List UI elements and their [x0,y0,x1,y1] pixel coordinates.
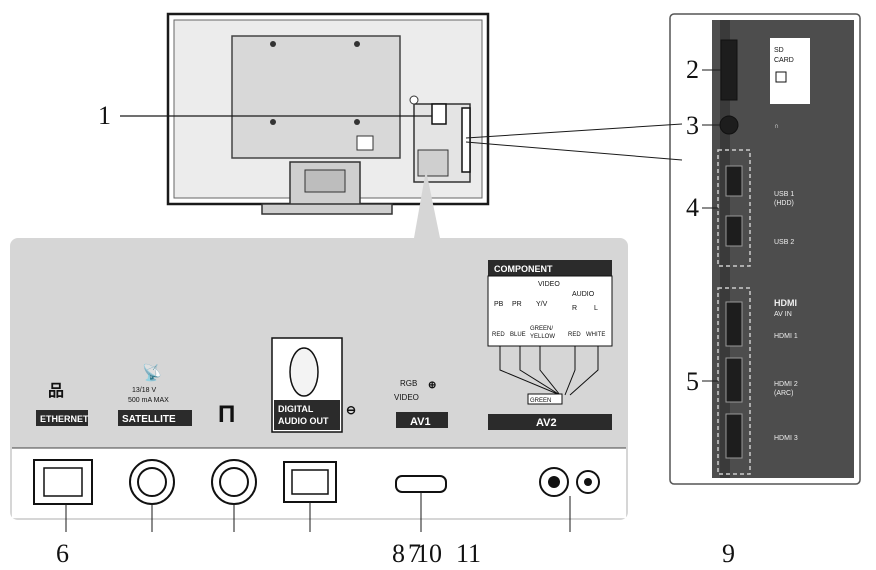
callout-5: 5 [686,367,699,396]
y-v-label: Y/V [536,301,548,308]
callout-9: 9 [722,539,735,568]
audio-label: AUDIO [572,291,595,298]
av1-in-icon: ⊕ [428,380,436,391]
av2-label: AV2 [536,417,557,429]
pb-label: PB [494,301,504,308]
satellite-dish-icon: 📡 [142,362,162,382]
usb1-label-1: USB 1 [774,191,794,198]
side-panel: SD CARD ∩ USB 1 (HDD) USB 2 HDMI AV IN H… [669,13,861,485]
callout-2: 2 [686,55,699,84]
av1-rgb-label: RGB [400,379,417,388]
usb2-label: USB 2 [774,239,794,246]
callout-4: 4 [686,193,699,222]
red2-label: RED [568,332,581,338]
usb1-label-2: (HDD) [774,200,794,207]
callout-7: 7 [408,539,421,568]
callout-6: 6 [56,539,69,568]
sd-card-label-1: SD [774,47,784,54]
red-label: RED [492,332,505,338]
callout-3: 3 [686,111,699,140]
av1-video-label: VIDEO [394,393,419,402]
blue-label: BLUE [510,332,526,338]
green-yellow-label-2: YELLOW [530,334,555,340]
hdmi3-label: HDMI 3 [774,435,798,442]
tv-back-view [166,12,490,215]
l-label: L [594,305,598,312]
satellite-label: SATELLITE [122,414,176,425]
antenna-icon: Π [218,401,235,428]
audio-out-arrow-icon: ⊖ [346,403,356,417]
callout-8: 8 [392,539,405,568]
satellite-spec-2: 500 mA MAX [128,397,169,404]
ethernet-icon: 品 [48,382,64,400]
sd-card-label-2: CARD [774,57,794,64]
ethernet-label: ETHERNET [40,414,89,424]
hdmi2-label-1: HDMI 2 [774,381,798,388]
hdmi1-label: HDMI 1 [774,333,798,340]
pr-label: PR [512,301,522,308]
hdmi-logo: HDMI [774,298,797,308]
av-in-label: AV IN [774,311,792,318]
digital-audio-label-1: DIGITAL [278,404,314,414]
bottom-panel: 品 ETHERNET 📡 13/18 V 500 mA MAX SATELLIT… [10,170,628,520]
green-yellow-label-1: GREEN/ [530,326,553,332]
r-label: R [572,305,577,312]
satellite-spec-1: 13/18 V [132,387,156,394]
callout-10: 10 [416,539,442,568]
av1-label: AV1 [410,416,431,428]
component-label: COMPONENT [494,264,553,274]
headphone-icon: ∩ [774,123,779,130]
callout-11: 11 [456,539,481,568]
white-label: WHITE [586,332,605,338]
video-label: VIDEO [538,281,560,288]
green-tag-label: GREEN [530,398,551,404]
digital-audio-label-2: AUDIO OUT [278,416,329,426]
hdmi2-label-2: (ARC) [774,390,793,397]
callout-1: 1 [98,101,111,130]
